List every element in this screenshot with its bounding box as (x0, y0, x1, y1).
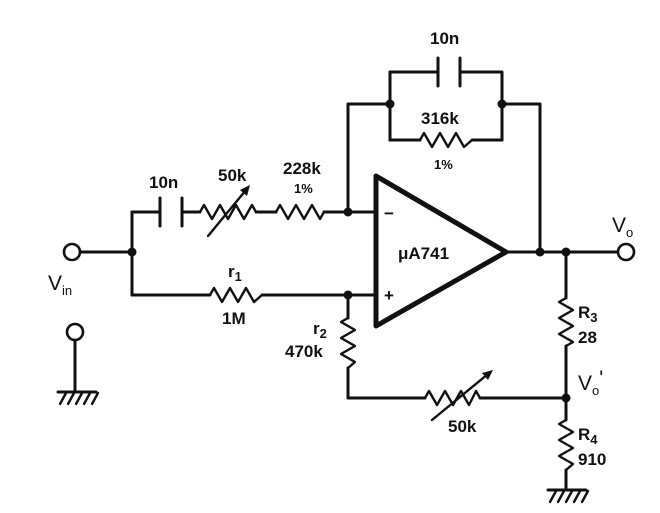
r-input-tolerance: 1% (294, 181, 313, 196)
opamp-inverting-sign: − (384, 204, 394, 223)
feedback-resistor-316k (418, 131, 474, 149)
wire-fb-left (346, 102, 392, 214)
opamp (373, 173, 509, 329)
r2-value: 470k (285, 342, 323, 361)
pot-input-label: 50k (218, 166, 247, 185)
junction-input (127, 247, 137, 257)
junction-fb-left (385, 99, 395, 109)
junction-inverting (343, 207, 353, 217)
wire-fbcap-r (458, 70, 504, 142)
resistor-r3 (557, 296, 575, 348)
vo-prime-label: Vo' (578, 367, 603, 398)
pot-r2-label: 50k (448, 417, 477, 436)
junctions (127, 99, 571, 403)
junction-output (535, 247, 545, 257)
wire-r2-to-pot (346, 366, 427, 400)
r-input-label: 228k (283, 159, 321, 178)
input-capacitor-label: 10n (149, 173, 178, 192)
r3-name: R3 (578, 303, 598, 325)
junction-vo-prime (561, 393, 571, 403)
r4-value: 910 (578, 450, 606, 469)
resistor-r4 (557, 418, 575, 472)
junction-divider-top (561, 247, 571, 257)
vo-terminal (616, 242, 636, 262)
feedback-capacitor-label: 10n (430, 29, 459, 48)
vo-label: Vo (612, 214, 633, 240)
resistor-r2 (339, 316, 357, 370)
ground-left (56, 390, 100, 406)
ground-right (546, 488, 590, 504)
vin-terminal (62, 242, 82, 262)
junction-fb-right (497, 99, 507, 109)
junction-noninverting (343, 290, 353, 300)
input-resistor-228k (274, 203, 326, 221)
ground-terminal (65, 322, 85, 342)
vin-label: Vin (48, 272, 72, 298)
resistor-r1 (208, 286, 264, 304)
wire-fb-right (500, 102, 542, 254)
opamp-noninverting-sign: + (384, 286, 394, 305)
pot-r2-resistor (423, 389, 482, 407)
wires (73, 70, 620, 492)
opamp-label: μA741 (398, 244, 449, 263)
r3-value: 28 (578, 328, 597, 347)
r2-name: r2 (313, 319, 327, 341)
feedback-resistor-label: 316k (421, 109, 459, 128)
pot-input-resistor (198, 203, 258, 221)
r4-name: R4 (578, 425, 598, 447)
feedback-resistor-tolerance: 1% (434, 157, 453, 172)
r1-name: r1 (228, 262, 242, 284)
r1-value: 1M (222, 309, 246, 328)
input-capacitor (158, 196, 184, 228)
feedback-capacitor (436, 56, 462, 88)
pot-r2-arrow (430, 370, 493, 422)
pot-input-arrow (206, 185, 250, 238)
